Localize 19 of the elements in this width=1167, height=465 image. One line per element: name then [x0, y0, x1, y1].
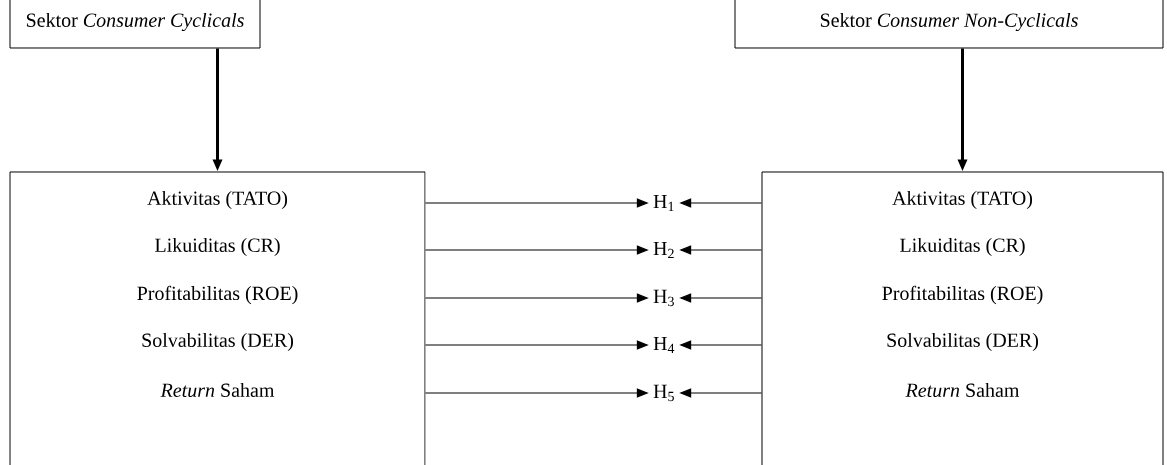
variable-label: Likuiditas (CR) — [900, 237, 1025, 257]
hypothesis-label: H$_{4}$ — [653, 336, 675, 354]
variable-label: Profitabilitas (ROE) — [882, 285, 1043, 305]
variable-box — [761, 171, 1164, 465]
hypothesis-label: H$_{3}$ — [653, 289, 674, 307]
hypothesis-label: H$_{2}$ — [653, 241, 674, 259]
variable-label: Aktivitas (TATO) — [147, 190, 288, 210]
variable-label: Return Saham — [905, 382, 1020, 398]
sector-box: Sektor Consumer Cyclicals — [9, 0, 261, 49]
variable-label: Return Saham — [160, 382, 275, 398]
hypothesis-label: H$_{1}$ — [653, 194, 674, 212]
variable-label: Solvabilitas (DER) — [142, 332, 294, 352]
variable-box — [9, 171, 426, 465]
variable-label: Solvabilitas (DER) — [887, 332, 1038, 352]
variable-label: Profitabilitas (ROE) — [137, 285, 298, 305]
hypothesis-label: H$_{5}$ — [653, 384, 674, 402]
variable-label: Likuiditas (CR) — [155, 237, 280, 257]
sector-box: Sektor Consumer Non-Cyclicals — [734, 0, 1164, 49]
variable-label: Aktivitas (TATO) — [892, 190, 1033, 210]
